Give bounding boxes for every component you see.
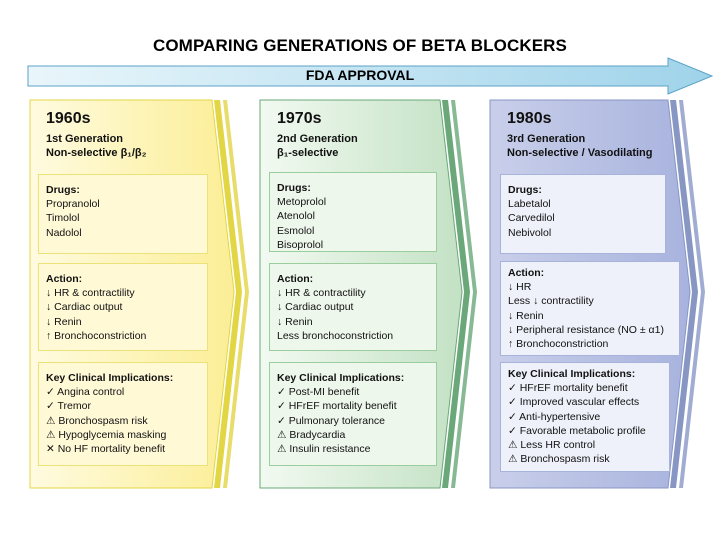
- action-item: ↑ Bronchoconstriction: [508, 338, 609, 351]
- drugs-box: Drugs: Propranolol Timolol Nadolol: [38, 174, 208, 254]
- implication-item: ✓ Angina control: [46, 386, 125, 399]
- drugs-box: Drugs: Labetalol Carvedilol Nebivolol: [500, 174, 666, 254]
- action-item: ↓ Peripheral resistance (NO ± α1): [508, 323, 664, 336]
- drug-item: Labetalol: [508, 198, 551, 211]
- generation-label: 1st Generation: [46, 133, 124, 145]
- drugs-heading: Drugs:: [46, 184, 80, 196]
- action-item: ↓ HR: [508, 281, 532, 294]
- selectivity-label: Non-selective β₁/β₂: [46, 147, 147, 159]
- drugs-heading: Drugs:: [277, 182, 311, 194]
- action-item: ↓ Renin: [277, 315, 313, 328]
- implication-item: ⚠ Insulin resistance: [277, 443, 371, 456]
- fda-approval-label: FDA APPROVAL: [305, 67, 415, 83]
- action-box: Action: ↓ HR & contractility ↓ Cardiac o…: [269, 263, 437, 351]
- action-item: Less ↓ contractility: [508, 295, 594, 308]
- drug-item: Carvedilol: [508, 212, 555, 225]
- implication-item: ✓ Pulmonary tolerance: [277, 414, 386, 427]
- panel-1980s-chevron-a: [670, 100, 698, 488]
- generation-label: 2nd Generation: [277, 133, 358, 145]
- implications-box: Key Clinical Implications: ✓ Angina cont…: [38, 362, 208, 466]
- implication-item: ✓ HFrEF mortality benefit: [508, 382, 628, 395]
- action-item: ↓ Cardiac output: [46, 301, 123, 314]
- fda-approval-arrow: [27, 57, 714, 95]
- implication-item: ✓ Anti-hypertensive: [508, 410, 601, 423]
- selectivity-label: Non-selective / Vasodilating: [507, 147, 653, 159]
- implication-item: ⚠ Less HR control: [508, 439, 596, 452]
- implications-heading: Key Clinical Implications:: [46, 372, 174, 384]
- panel-1970s-chevron-a: [442, 100, 470, 488]
- drugs-box: Drugs: Metoprolol Atenolol Esmolol Bisop…: [269, 172, 437, 252]
- drug-item: Nebivolol: [508, 226, 552, 239]
- action-heading: Action:: [46, 273, 83, 285]
- action-box: Action: ↓ HR Less ↓ contractility ↓ Reni…: [500, 261, 680, 356]
- action-item: ↓ Cardiac output: [277, 301, 354, 314]
- implication-item: ✓ Improved vascular effects: [508, 396, 640, 409]
- implication-item: ✕ No HF mortality benefit: [46, 443, 166, 456]
- page-title: COMPARING GENERATIONS OF BETA BLOCKERS: [152, 36, 567, 55]
- panel-1960s-chevron-a: [214, 100, 242, 488]
- drug-item: Bisoprolol: [277, 238, 324, 251]
- header-1960s: 1960s 1st Generation Non-selective β₁/β₂: [46, 110, 147, 160]
- implications-heading: Key Clinical Implications:: [508, 368, 636, 380]
- implication-item: ⚠ Bronchospasm risk: [46, 414, 148, 427]
- implication-item: ⚠ Hypoglycemia masking: [46, 428, 167, 441]
- drug-item: Nadolol: [46, 226, 82, 239]
- generation-label: 3rd Generation: [507, 133, 586, 145]
- action-item: ↓ HR & contractility: [46, 287, 135, 300]
- drug-item: Esmolol: [277, 224, 315, 237]
- implications-box: Key Clinical Implications: ✓ Post-MI ben…: [269, 362, 437, 466]
- action-item: ↓ HR & contractility: [277, 287, 366, 300]
- drug-item: Propranolol: [46, 198, 100, 211]
- action-item: ↓ Renin: [508, 309, 544, 322]
- era-label: 1960s: [46, 110, 91, 127]
- implication-item: ✓ Tremor: [46, 400, 91, 413]
- implication-item: ✓ Post-MI benefit: [277, 386, 360, 399]
- implications-box: Key Clinical Implications: ✓ HFrEF morta…: [500, 362, 670, 472]
- drug-item: Atenolol: [277, 210, 315, 223]
- action-item: Less bronchoconstriction: [277, 329, 394, 342]
- action-heading: Action:: [508, 267, 545, 279]
- implication-item: ✓ Favorable metabolic profile: [508, 424, 646, 437]
- implication-item: ⚠ Bronchospasm risk: [508, 453, 610, 466]
- era-label: 1970s: [277, 110, 322, 127]
- drug-item: Metoprolol: [277, 196, 327, 209]
- header-1970s: 1970s 2nd Generation β₁-selective: [277, 110, 358, 160]
- era-label: 1980s: [507, 110, 552, 127]
- drug-item: Timolol: [46, 212, 80, 225]
- drugs-heading: Drugs:: [508, 184, 542, 196]
- header-1980s: 1980s 3rd Generation Non-selective / Vas…: [507, 110, 653, 160]
- action-box: Action: ↓ HR & contractility ↓ Cardiac o…: [38, 263, 208, 351]
- action-heading: Action:: [277, 273, 314, 285]
- implication-item: ✓ HFrEF mortality benefit: [277, 400, 397, 413]
- action-item: ↓ Renin: [46, 315, 82, 328]
- selectivity-label: β₁-selective: [277, 147, 339, 159]
- action-item: ↑ Bronchoconstriction: [46, 329, 147, 342]
- implications-heading: Key Clinical Implications:: [277, 372, 405, 384]
- implication-item: ⚠ Bradycardia: [277, 428, 346, 441]
